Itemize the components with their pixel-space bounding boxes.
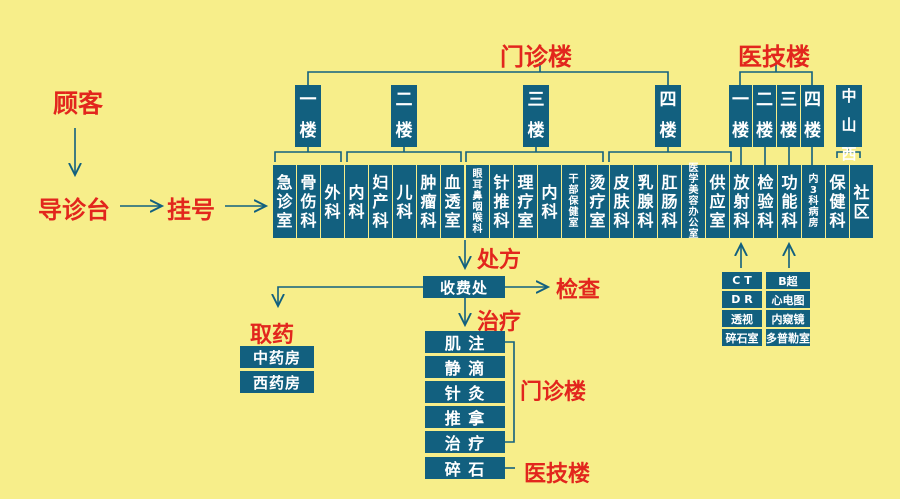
treatment-item-iv-drip: 静 滴 bbox=[425, 356, 505, 378]
department-internal-medicine-2: 内科 bbox=[538, 165, 561, 238]
department-proctology: 肛肠科 bbox=[658, 165, 681, 238]
department-supply-room: 供应室 bbox=[706, 165, 729, 238]
department-function-department: 功能科 bbox=[778, 165, 801, 238]
department-physiotherapy-room: 理疗室 bbox=[514, 165, 537, 238]
triage-desk-label: 导诊台 bbox=[38, 196, 110, 224]
function-ecg: 心电图 bbox=[766, 291, 810, 308]
treatment-item-massage: 推 拿 bbox=[425, 406, 505, 428]
department-orthopedics: 骨伤科 bbox=[297, 165, 320, 238]
department-emergency-room: 急诊室 bbox=[273, 165, 296, 238]
department-breast-department: 乳腺科 bbox=[634, 165, 657, 238]
department-cosmetology-office: 医学美容办公室 bbox=[682, 163, 705, 240]
function-doppler-room: 多普勒室 bbox=[766, 329, 810, 346]
department-obstetrics-gynecology: 妇产科 bbox=[369, 165, 392, 238]
zhongshan-west-building: 中山西 bbox=[836, 85, 862, 162]
radiology-lithotripsy-room: 碎石室 bbox=[722, 329, 762, 346]
medtech-floor-4: 四楼 bbox=[801, 85, 824, 147]
department-internal-medicine-1: 内科 bbox=[345, 165, 368, 238]
department-radiology: 放射科 bbox=[730, 165, 753, 238]
department-dermatology: 皮肤科 bbox=[610, 165, 633, 238]
department-health-care: 保健科 bbox=[826, 165, 849, 238]
medtech-floor-1: 一楼 bbox=[729, 85, 752, 147]
department-pediatrics: 儿科 bbox=[393, 165, 416, 238]
department-surgery: 外科 bbox=[321, 165, 344, 238]
cashier-box: 收费处 bbox=[423, 276, 505, 298]
department-cadre-health-room: 干部保健室 bbox=[562, 165, 585, 238]
department-acupuncture-massage: 针推科 bbox=[490, 165, 513, 238]
function-endoscopy: 内窥镜 bbox=[766, 310, 810, 327]
western-pharmacy-box: 西药房 bbox=[240, 371, 314, 393]
department-community: 社区 bbox=[850, 165, 873, 238]
medtech-floor-3: 三楼 bbox=[777, 85, 800, 147]
treatment-item-lithotripsy: 碎 石 bbox=[425, 457, 505, 479]
outpatient-floor-4: 四楼 bbox=[655, 85, 681, 147]
radiology-dr: D R bbox=[722, 291, 762, 308]
outpatient-building-title: 门诊楼 bbox=[500, 43, 572, 71]
department-oncology: 肿瘤科 bbox=[417, 165, 440, 238]
treatment-medtech-label: 医技楼 bbox=[524, 462, 591, 487]
treatment-outpatient-label: 门诊楼 bbox=[520, 380, 587, 405]
prescription-label: 处方 bbox=[477, 248, 522, 273]
radiology-ct: C T bbox=[722, 272, 762, 289]
department-laboratory: 检验科 bbox=[754, 165, 777, 238]
registration-label: 挂号 bbox=[167, 196, 215, 224]
department-hot-therapy-room: 烫疗室 bbox=[586, 165, 609, 238]
chinese-pharmacy-box: 中药房 bbox=[240, 346, 314, 368]
treatment-item-therapy: 治 疗 bbox=[425, 431, 505, 453]
examination-label: 检查 bbox=[556, 278, 601, 303]
radiology-fluoroscopy: 透视 bbox=[722, 310, 762, 327]
take-medicine-label: 取药 bbox=[250, 323, 295, 348]
treatment-label: 治疗 bbox=[477, 310, 522, 335]
department-dialysis-room: 血透室 bbox=[441, 165, 464, 238]
treatment-item-intramuscular: 肌 注 bbox=[425, 331, 505, 353]
outpatient-floor-2: 二楼 bbox=[391, 85, 417, 147]
customer-label: 顾客 bbox=[53, 89, 104, 118]
outpatient-floor-3: 三楼 bbox=[523, 85, 549, 147]
department-ent: 眼耳鼻咽喉科 bbox=[466, 165, 489, 238]
treatment-item-acupuncture: 针 灸 bbox=[425, 381, 505, 403]
outpatient-floor-1: 一楼 bbox=[295, 85, 321, 147]
medtech-building-title: 医技楼 bbox=[738, 43, 810, 71]
function-b-ultrasound: B超 bbox=[766, 272, 810, 289]
medtech-floor-2: 二楼 bbox=[753, 85, 776, 147]
